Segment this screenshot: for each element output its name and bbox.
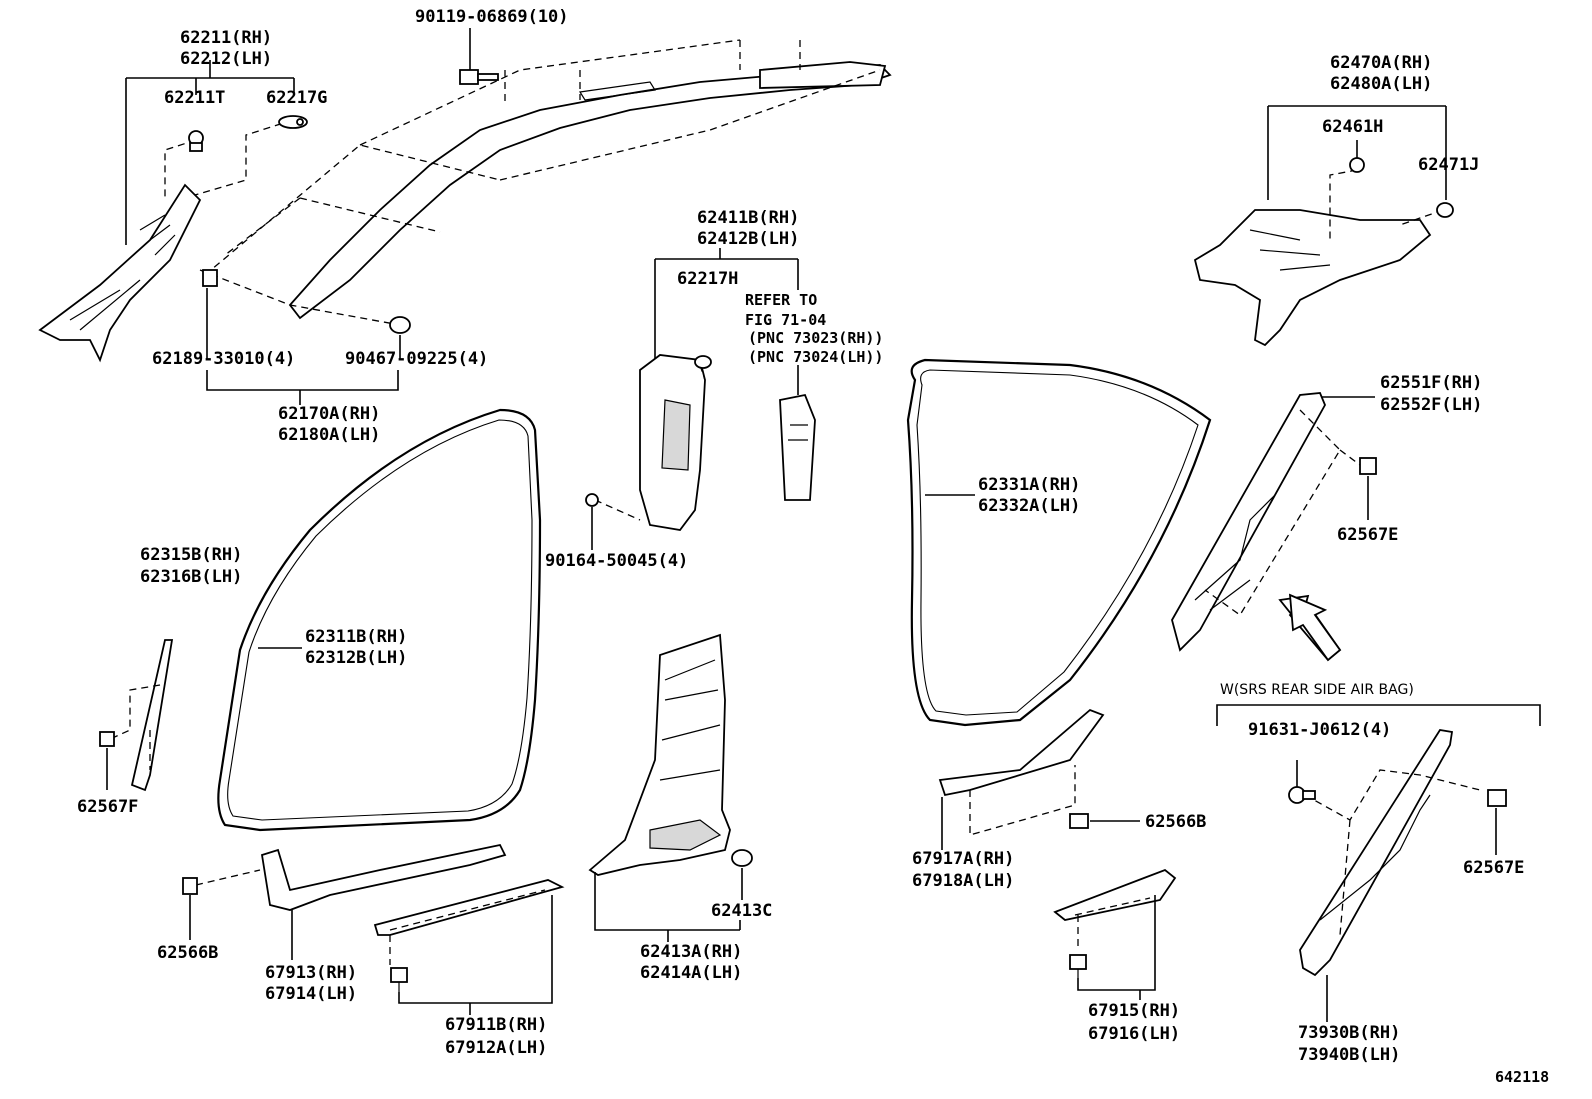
- clip-67911b-icon: [390, 967, 408, 992]
- part-90164-label: 90164-50045(4): [545, 551, 688, 571]
- part-62316b-label: 62316B(LH): [140, 567, 242, 587]
- rear-scuff-plate-group: 62566B 67917A(RH) 67918A(LH): [912, 708, 1206, 891]
- part-73930b-label: 73930B(RH): [1298, 1023, 1400, 1043]
- figure-id: 642118: [1495, 1068, 1549, 1086]
- part-62332a-label: 62332A(LH): [978, 496, 1080, 516]
- clip-90467-icon: [389, 316, 411, 334]
- part-62461h-label: 62461H: [1322, 117, 1383, 137]
- front-pillar-lower-strip-group: 62315B(RH) 62316B(LH) 62567F: [77, 545, 242, 817]
- part-62315b-label: 62315B(RH): [140, 545, 242, 565]
- part-67917a-label: 67917A(RH): [912, 849, 1014, 869]
- center-pillar-lower-group: 62413C 62413A(RH) 62414A(LH): [588, 633, 772, 983]
- front-pillar-garnish-group: 62211(RH) 62212(LH) 62211T 62217G: [38, 28, 327, 363]
- clip-62413c-icon: [731, 849, 753, 867]
- bolt-91631-icon: [1288, 786, 1316, 804]
- part-62566b-right-label: 62566B: [1145, 812, 1206, 832]
- part-62413c-label: 62413C: [711, 901, 772, 921]
- part-62470a-label: 62470A(RH): [1330, 53, 1432, 73]
- clip-62217g-icon: [278, 115, 308, 129]
- center-pillar-upper-group: 62411B(RH) 62412B(LH) 62217H REFER TO FI…: [545, 208, 883, 571]
- bolt-90119-icon: [459, 69, 499, 85]
- part-62471j-label: 62471J: [1418, 155, 1479, 175]
- screw-90164-icon: [585, 493, 599, 507]
- clip-62211t-icon: [188, 130, 204, 152]
- refer-line-2: FIG 71-04: [745, 311, 826, 329]
- clip-62567f-icon: [99, 731, 115, 747]
- roof-side-inner-garnish-group: 62470A(RH) 62480A(LH) 62461H 62471J: [1193, 53, 1479, 347]
- rear-step-plate-group: 67915(RH) 67916(LH): [1053, 868, 1180, 1044]
- clip-62189-icon: [202, 269, 218, 287]
- part-62414a-label: 62414A(LH): [640, 963, 742, 983]
- part-67914-label: 67914(LH): [265, 984, 357, 1004]
- part-62567e-b-label: 62567E: [1463, 858, 1524, 878]
- roof-side-rail-group: 90119-06869(10) 62189-33010(4) 90467-092…: [152, 7, 892, 445]
- refer-line-3: (PNC 73023(RH)): [748, 329, 883, 347]
- part-62212-label: 62212(LH): [180, 49, 272, 69]
- refer-line-1: REFER TO: [745, 291, 817, 309]
- clip-62566b-left-icon: [182, 877, 198, 895]
- refer-line-4: (PNC 73024(LH)): [748, 348, 883, 366]
- part-90119-label: 90119-06869(10): [415, 7, 569, 27]
- part-62413a-label: 62413A(RH): [640, 942, 742, 962]
- rear-door-weatherstrip-group: 62331A(RH) 62332A(LH): [906, 358, 1212, 727]
- part-62211-label: 62211(RH): [180, 28, 272, 48]
- seat-belt-anchor-icon: [779, 393, 816, 501]
- part-73940b-label: 73940B(LH): [1298, 1045, 1400, 1065]
- part-62180a-label: 62180A(LH): [278, 425, 380, 445]
- part-62411b-label: 62411B(RH): [697, 208, 799, 228]
- part-62170a-label: 62170A(RH): [278, 404, 380, 424]
- part-62331a-label: 62331A(RH): [978, 475, 1080, 495]
- clip-62471j-icon: [1436, 202, 1454, 218]
- part-67911b-label: 67911B(RH): [445, 1015, 547, 1035]
- front-door-weatherstrip-group: 62311B(RH) 62312B(LH): [217, 408, 542, 832]
- quarter-trim-group: 62551F(RH) 62552F(LH) 62567E: [1171, 373, 1482, 662]
- part-67915-label: 67915(RH): [1088, 1001, 1180, 1021]
- part-67912a-label: 67912A(LH): [445, 1038, 547, 1058]
- clip-62567e-lower-icon: [1487, 789, 1507, 807]
- view-direction-arrow-icon: [1288, 593, 1342, 662]
- srs-note-label: W(SRS REAR SIDE AIR BAG): [1220, 682, 1414, 698]
- part-62189-label: 62189-33010(4): [152, 349, 295, 369]
- part-62311b-label: 62311B(RH): [305, 627, 407, 647]
- clip-62567e-upper-icon: [1359, 457, 1377, 475]
- part-62412b-label: 62412B(LH): [697, 229, 799, 249]
- part-62567e-a-label: 62567E: [1337, 525, 1398, 545]
- part-62211t-label: 62211T: [164, 88, 225, 108]
- front-step-plate-group: 67911B(RH) 67912A(LH): [373, 879, 565, 1058]
- part-67913-label: 67913(RH): [265, 963, 357, 983]
- part-67918a-label: 67918A(LH): [912, 871, 1014, 891]
- part-91631-label: 91631-J0612(4): [1248, 720, 1391, 740]
- clip-62461h-icon: [1349, 157, 1365, 173]
- part-62552f-label: 62552F(LH): [1380, 395, 1482, 415]
- part-62566b-left-label: 62566B: [157, 943, 218, 963]
- front-scuff-plate-group: 62566B 67913(RH) 67914(LH): [157, 843, 507, 1004]
- clip-62566b-right-icon: [1069, 813, 1089, 829]
- clip-62217h-icon: [694, 355, 712, 369]
- part-62217g-label: 62217G: [266, 88, 327, 108]
- part-62551f-label: 62551F(RH): [1380, 373, 1482, 393]
- part-67916-label: 67916(LH): [1088, 1024, 1180, 1044]
- srs-rear-side-airbag-group: W(SRS REAR SIDE AIR BAG) 91631-J0612(4) …: [1216, 682, 1541, 1065]
- part-62312b-label: 62312B(LH): [305, 648, 407, 668]
- clip-67915-icon: [1069, 954, 1087, 978]
- part-90467-label: 90467-09225(4): [345, 349, 488, 369]
- part-62480a-label: 62480A(LH): [1330, 74, 1432, 94]
- part-62567f-label: 62567F: [77, 797, 138, 817]
- part-62217h-label: 62217H: [677, 269, 738, 289]
